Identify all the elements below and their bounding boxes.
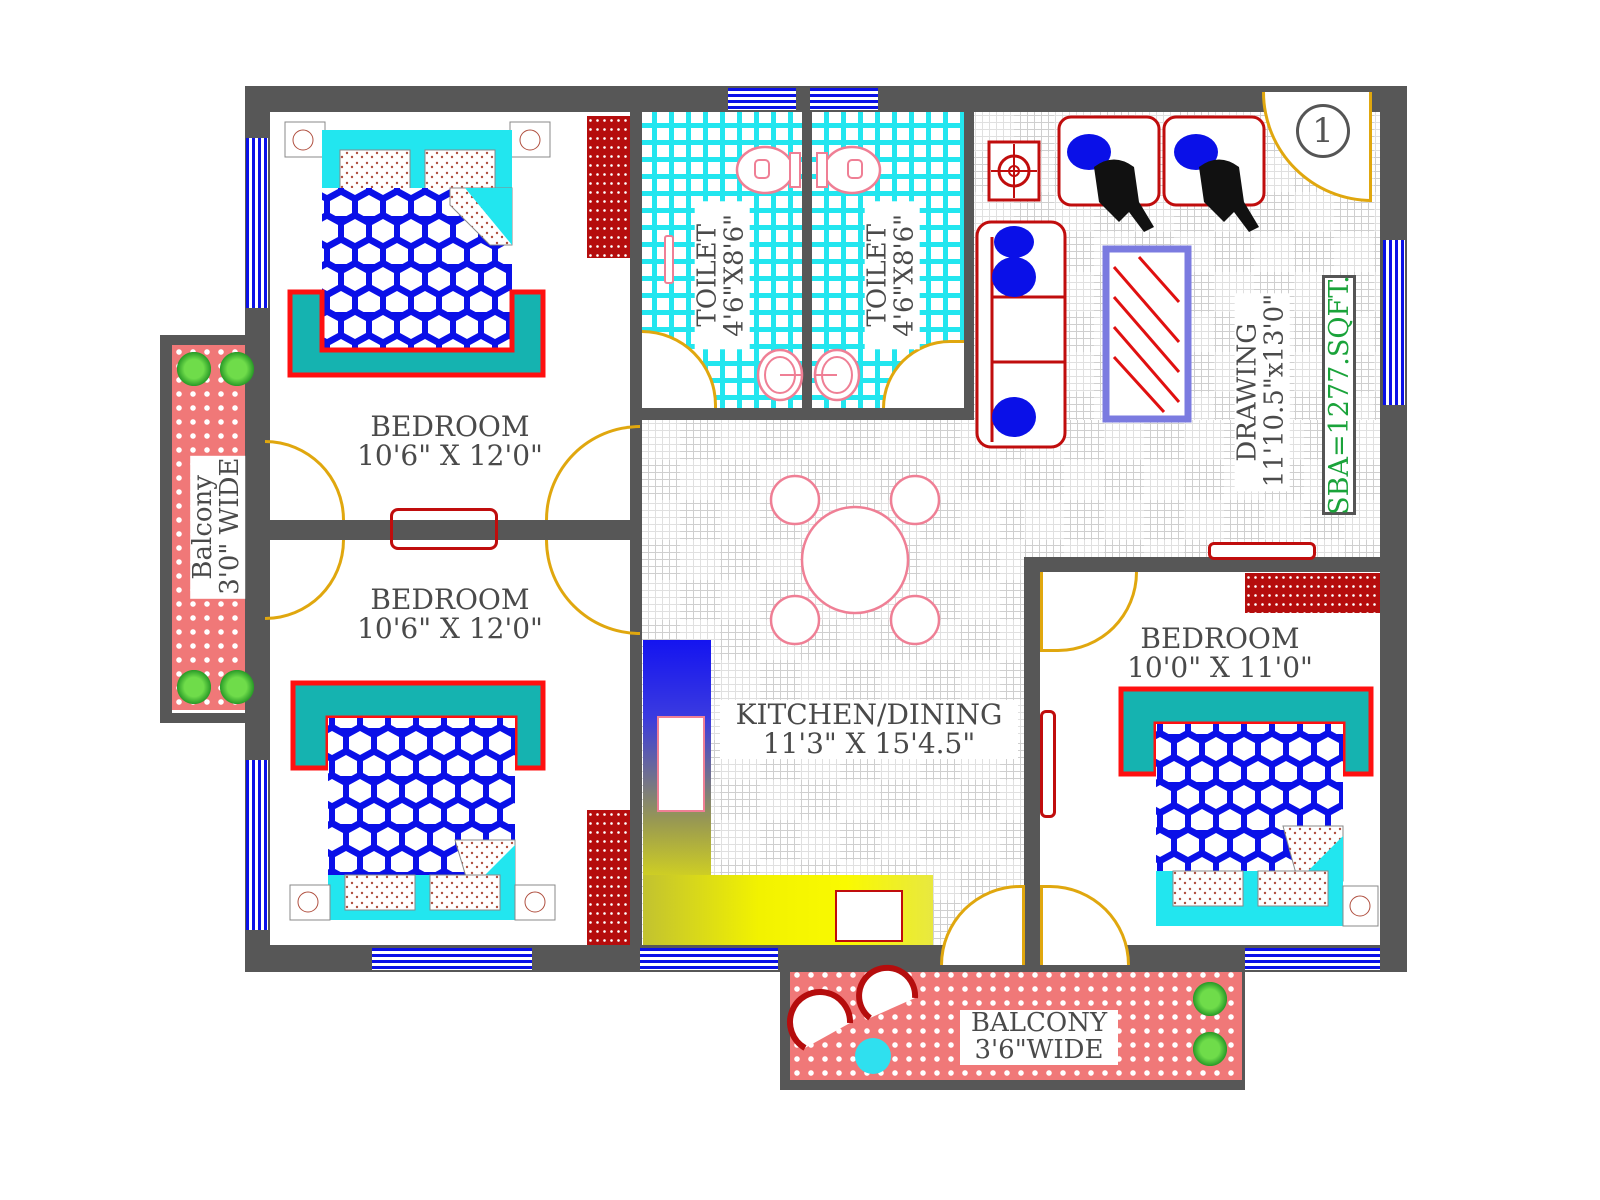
window-left-top[interactable] xyxy=(246,138,268,308)
room-name: BEDROOM xyxy=(1140,622,1300,655)
window-toilet-2[interactable] xyxy=(810,88,878,110)
wall-right-bedroom-left xyxy=(1024,557,1040,957)
room-size: 10'6" X 12'0" xyxy=(357,439,543,473)
plant-icon xyxy=(1193,1032,1227,1066)
wall-right-bedroom-top xyxy=(1024,557,1380,572)
plant-icon xyxy=(177,670,211,704)
label-bedroom-bottom-left: BEDROOM 10'6" X 12'0" xyxy=(350,585,550,644)
ac-unit-hall xyxy=(1208,542,1316,560)
hall-strip-floor xyxy=(1024,420,1380,557)
room-size: 11'10.5"x13'0" xyxy=(1260,293,1290,488)
room-size: 10'6" X 12'0" xyxy=(357,612,543,646)
plant-icon xyxy=(220,352,254,386)
wc-toilet-2 xyxy=(816,145,882,195)
balcony-bottom-railing-right xyxy=(1242,965,1245,1090)
room-name: TOILET xyxy=(692,224,723,327)
kitchen-hob xyxy=(657,716,705,812)
washbasin-toilet-2 xyxy=(813,348,861,402)
wall-toilets-divider xyxy=(802,112,812,412)
label-bedroom-top-left: BEDROOM 10'6" X 12'0" xyxy=(350,412,550,471)
wardrobe-bedroom-top-left xyxy=(587,116,630,258)
room-size: 11'3" X 15'4.5" xyxy=(762,727,976,761)
wardrobe-bedroom-bottom-left xyxy=(587,810,630,945)
kitchen-sink xyxy=(835,890,903,942)
room-size: 3'0" WIDE xyxy=(215,457,246,595)
outer-wall-right xyxy=(1380,86,1407,972)
label-balcony-left: Balcony 3'0" WIDE xyxy=(188,455,246,599)
wardrobe-bedroom-right xyxy=(1245,573,1380,613)
washbasin-toilet-1 xyxy=(756,348,804,402)
label-drawing: DRAWING 11'10.5"x13'0" xyxy=(1232,293,1290,492)
label-kitchen-dining: KITCHEN/DINING 11'3" X 15'4.5" xyxy=(720,700,1018,759)
room-size: 3'6"WIDE xyxy=(974,1035,1104,1066)
room-name: Balcony xyxy=(188,475,219,580)
bed-right xyxy=(1118,686,1379,927)
balcony-left-railing-top xyxy=(160,335,250,345)
plant-icon xyxy=(177,352,211,386)
bed-top-left xyxy=(284,121,551,378)
balcony-left-railing xyxy=(160,335,172,723)
sba-text: SBA=1277.SQFT. xyxy=(1323,275,1355,515)
wall-bedrooms-kitchen xyxy=(630,112,642,945)
ac-unit-right-bedroom xyxy=(1040,710,1056,818)
window-toilet-1[interactable] xyxy=(728,88,796,110)
balcony-left-railing-bottom xyxy=(160,713,250,723)
balcony-chairs xyxy=(787,964,919,1074)
room-name: BEDROOM xyxy=(370,583,530,616)
label-toilet-2: TOILET 4'6"X8'6" xyxy=(862,201,920,350)
plant-icon xyxy=(220,670,254,704)
wall-bedrooms-divider xyxy=(270,520,640,540)
room-size: 4'6"X8'6" xyxy=(720,213,750,337)
bed-bottom-left xyxy=(289,680,556,921)
room-name: BALCONY xyxy=(970,1008,1108,1038)
window-bottom-bedroom-right[interactable] xyxy=(1245,948,1380,970)
label-balcony-bottom: BALCONY 3'6"WIDE xyxy=(960,1008,1118,1066)
balcony-bottom-railing-left xyxy=(780,965,790,1090)
window-left-bottom[interactable] xyxy=(246,760,268,930)
window-bottom-kitchen[interactable] xyxy=(640,948,778,970)
wall-toilet-drawing xyxy=(964,112,974,420)
label-bedroom-right: BEDROOM 10'0" X 11'0" xyxy=(1120,624,1320,683)
drawing-room-furniture xyxy=(975,115,1266,449)
room-name: TOILET xyxy=(862,224,893,327)
label-toilet-1: TOILET 4'6"X8'6" xyxy=(692,201,750,350)
ac-unit-bedrooms xyxy=(390,508,498,550)
room-size: 4'6"X8'6" xyxy=(890,213,920,337)
balcony-bottom-railing-bottom xyxy=(780,1080,1245,1090)
room-number-text: 1 xyxy=(1312,111,1334,151)
room-size: 10'0" X 11'0" xyxy=(1127,651,1313,685)
wc-toilet-1 xyxy=(735,145,801,195)
dining-table xyxy=(769,474,941,646)
room-name: DRAWING xyxy=(1232,322,1263,462)
wall-toilets-bottom xyxy=(630,408,974,420)
room-name: BEDROOM xyxy=(370,410,530,443)
sba-area-badge: SBA=1277.SQFT. xyxy=(1322,275,1356,515)
window-right-drawing[interactable] xyxy=(1383,240,1405,405)
room-name: KITCHEN/DINING xyxy=(735,698,1003,731)
towel-rail-toilet-1 xyxy=(664,235,674,284)
plant-icon xyxy=(1193,982,1227,1016)
room-number-marker: 1 xyxy=(1296,104,1350,158)
window-bottom-bedroom-left[interactable] xyxy=(372,948,532,970)
